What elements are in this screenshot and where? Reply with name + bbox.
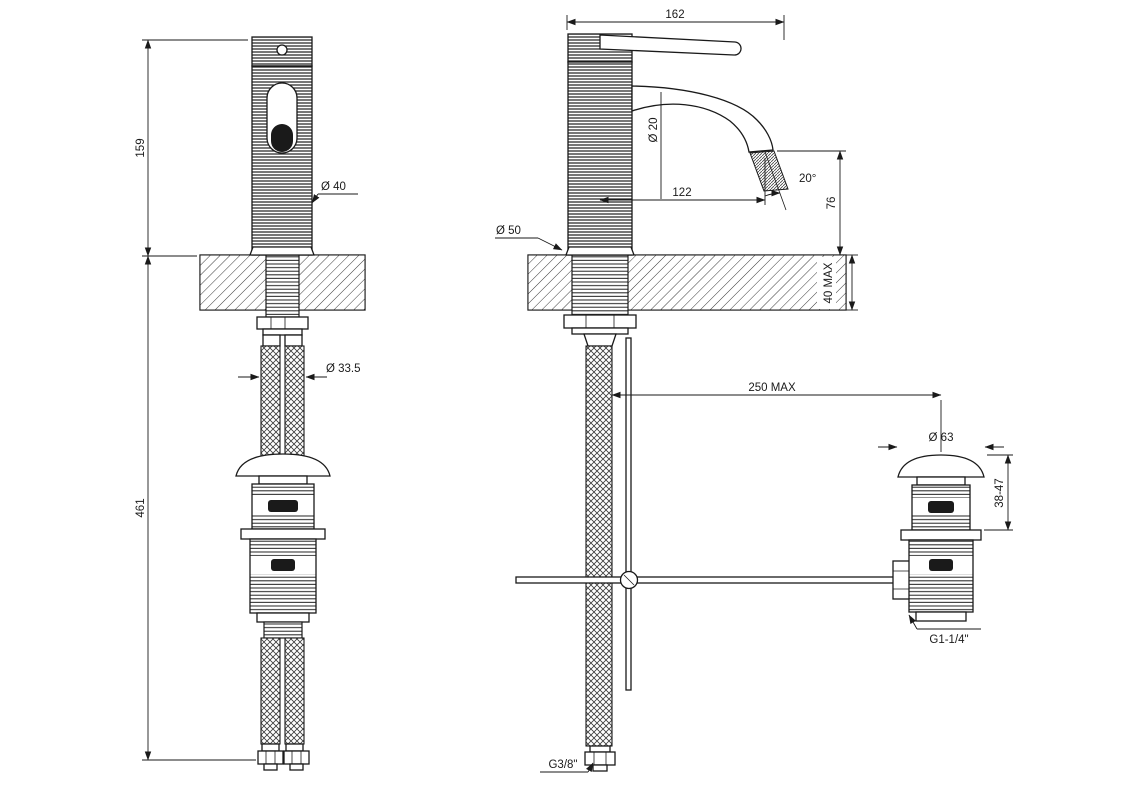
dimension-dia-50: Ø 50	[495, 225, 563, 251]
waste-rod-clamp	[892, 560, 912, 600]
dimension-angle-20: 20°	[764, 151, 816, 211]
base-flare-side	[565, 246, 635, 256]
supply-thread-label: G3/8"	[548, 759, 577, 771]
dimension-38-47: 38-47	[984, 454, 1013, 531]
dim-162-label: 162	[665, 9, 684, 21]
dim-dia33-5-label: Ø 33.5	[326, 363, 361, 375]
dim-dia40-label: Ø 40	[321, 181, 346, 193]
popup-waste-front	[235, 453, 331, 639]
popup-rod-assembly	[515, 337, 912, 691]
dimension-40-max: 40 MAX	[817, 254, 858, 311]
dimension-76: 76	[777, 150, 846, 256]
supply-hose-side	[584, 345, 616, 772]
dimension-dia-33-5: Ø 33.5	[238, 363, 361, 381]
base-flare-front	[249, 246, 315, 256]
dimension-dia-63: Ø 63	[878, 432, 1004, 451]
dimension-250-max: 250 MAX	[611, 382, 942, 452]
overflow-slot	[268, 500, 298, 512]
dim-38-47-label: 38-47	[994, 478, 1006, 507]
waste-thread-label: G1-1/4"	[929, 634, 968, 646]
overflow-slot-side	[928, 501, 954, 513]
dim-159-label: 159	[135, 138, 147, 157]
popup-rod-vertical	[625, 337, 632, 691]
dimension-122: 122	[599, 158, 766, 205]
side-view	[515, 33, 985, 772]
dim-dia63-label: Ø 63	[929, 432, 954, 444]
faucet-body-side	[565, 33, 789, 256]
dim-dia20-label: Ø 20	[648, 118, 660, 143]
dim-dia50-label: Ø 50	[496, 225, 521, 237]
spout	[631, 85, 774, 153]
label-supply-thread: G3/8"	[540, 759, 594, 773]
supply-hoses-front-upper	[260, 334, 305, 457]
dim-40max-label: 40 MAX	[823, 262, 835, 303]
mounting-shank-side	[563, 254, 637, 347]
water-stream	[749, 150, 789, 192]
dim-angle20-label: 20°	[799, 173, 816, 185]
dimension-159: 159	[135, 39, 248, 257]
label-waste-thread: G1-1/4"	[908, 614, 981, 646]
mounting-shank-front	[256, 254, 309, 336]
dimension-162: 162	[566, 9, 785, 40]
popup-rod-horizontal	[515, 576, 899, 584]
dim-76-label: 76	[826, 197, 838, 210]
popup-waste-side	[897, 454, 985, 622]
handle-lever-front	[271, 124, 293, 152]
dimension-461: 461	[135, 255, 256, 761]
cap-hole	[276, 44, 288, 56]
dim-461-label: 461	[135, 498, 147, 517]
dimension-dia-40: Ø 40	[311, 181, 358, 204]
dimension-dia-20: Ø 20	[648, 92, 662, 199]
supply-hoses-front-lower	[257, 637, 310, 771]
handle-lever-side	[599, 34, 742, 56]
dim-122-label: 122	[672, 187, 691, 199]
front-view	[199, 36, 366, 771]
faucet-body-front	[249, 36, 315, 256]
dim-250max-label: 250 MAX	[748, 382, 796, 394]
